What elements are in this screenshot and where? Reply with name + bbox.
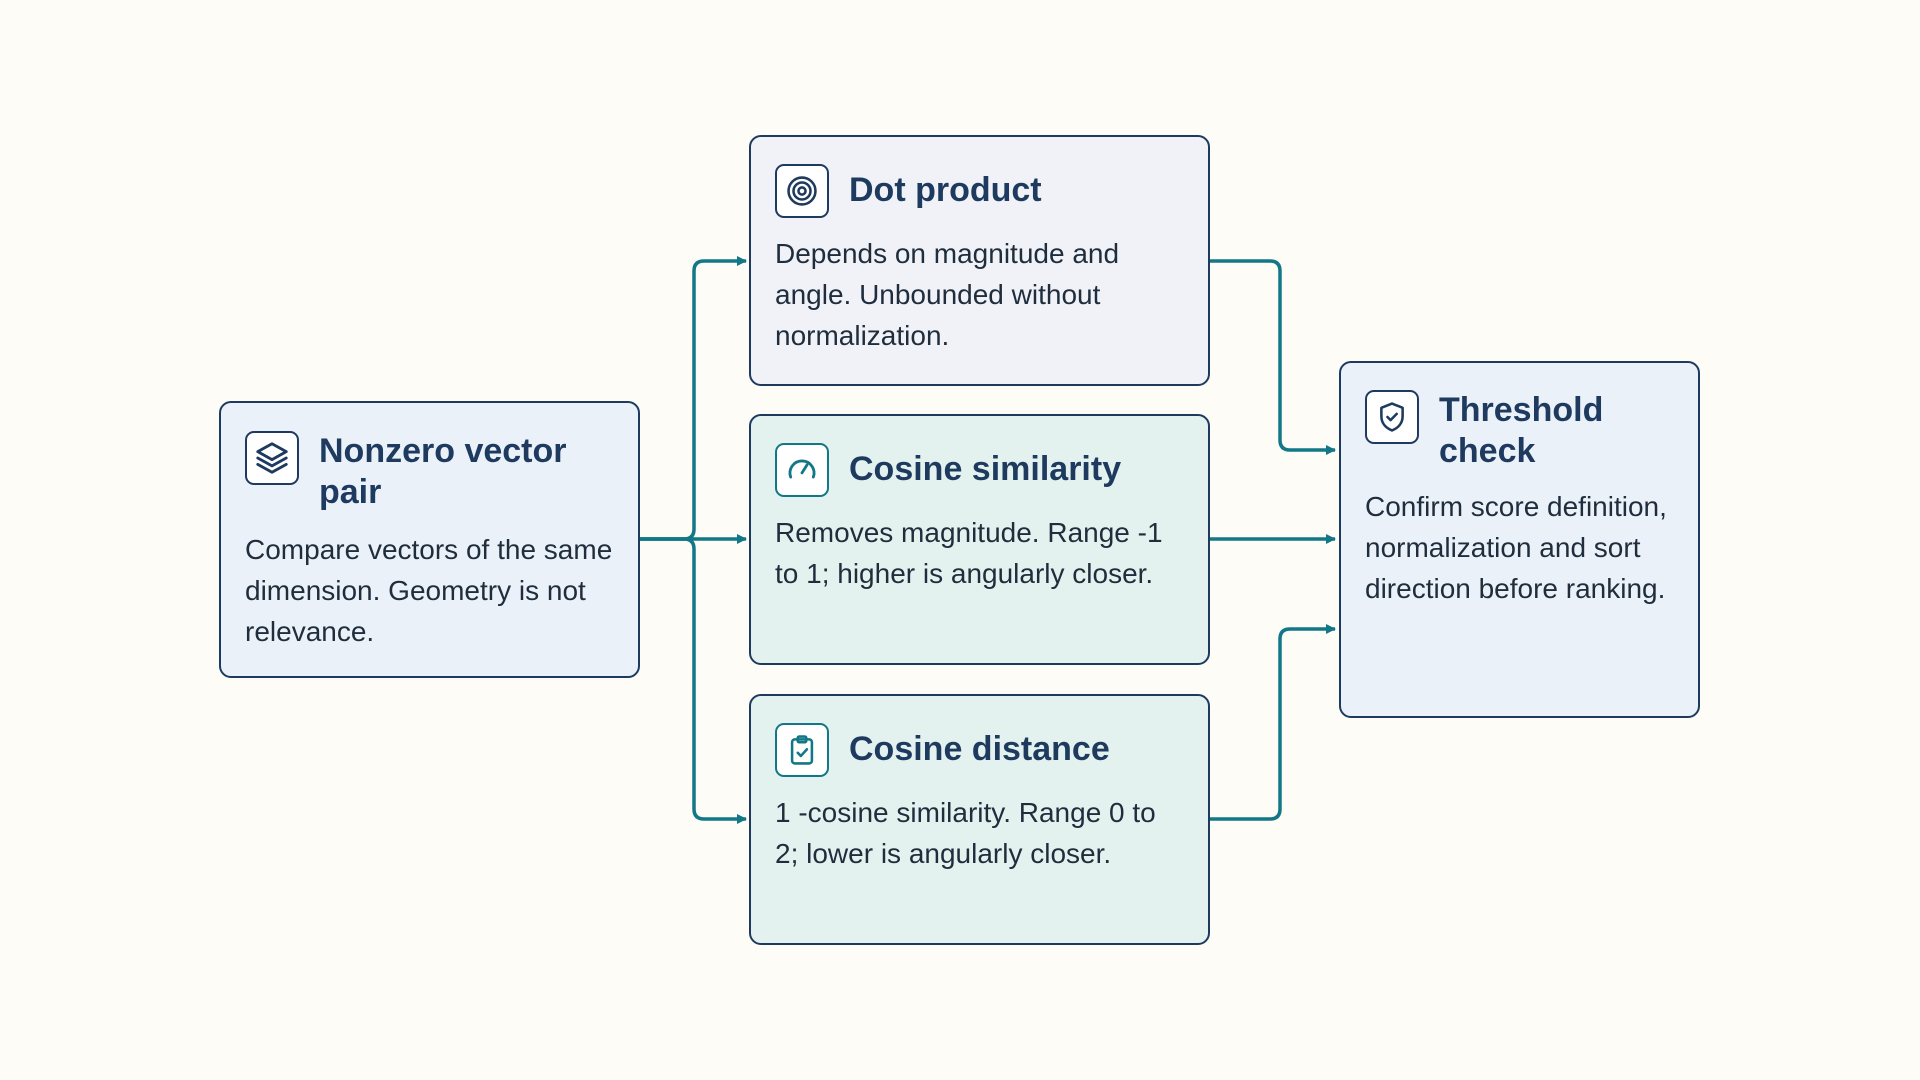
node-title: Dot product	[849, 171, 1042, 209]
node-description: Confirm score definition, normalization …	[1365, 491, 1667, 604]
node-nonzero-vector-pair: Nonzero vector pair Compare vectors of t…	[219, 401, 640, 678]
node-cosine-distance: Cosine distance 1 -cosine similarity. Ra…	[749, 694, 1210, 945]
node-title: Cosine similarity	[849, 450, 1122, 488]
edge-source-to-cosine-distance	[640, 537, 747, 824]
node-dot-product: Dot product Depends on magnitude and ang…	[749, 135, 1210, 386]
edge-source-to-dot-product	[640, 256, 747, 541]
node-cosine-similarity: Cosine similarity Removes magnitude. Ran…	[749, 414, 1210, 665]
gauge-icon	[775, 443, 829, 497]
node-description: Depends on magnitude and angle. Unbounde…	[775, 238, 1120, 351]
node-description: Removes magnitude. Range -1 to 1; higher…	[775, 517, 1163, 589]
target-icon	[775, 164, 829, 218]
node-title: Cosine distance	[849, 730, 1110, 768]
shield-check-icon	[1365, 390, 1419, 444]
edge-dot-product-to-threshold	[1210, 259, 1336, 455]
edge-cosine-distance-to-threshold	[1210, 624, 1336, 821]
clipboard-check-icon	[775, 723, 829, 777]
node-title: Threshold check	[1439, 391, 1604, 470]
node-description: 1 -cosine similarity. Range 0 to 2; lowe…	[775, 797, 1156, 869]
node-threshold-check: Threshold check Confirm score definition…	[1339, 361, 1700, 718]
node-title: Nonzero vector pair	[319, 432, 567, 511]
layers-icon	[245, 431, 299, 485]
node-description: Compare vectors of the same dimension. G…	[245, 534, 613, 647]
